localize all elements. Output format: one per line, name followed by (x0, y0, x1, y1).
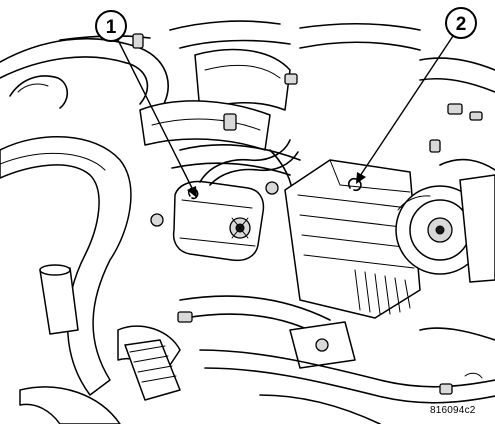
right-side-components (419, 57, 495, 283)
upper-fasteners (132, 33, 441, 227)
callout-2-label: 2 (456, 14, 467, 35)
intake-structure (139, 48, 301, 176)
callout-1-label: 1 (106, 17, 117, 38)
callout-1-leader (117, 39, 194, 191)
callout-2-leader (359, 35, 454, 177)
callout-1: 1 (95, 10, 197, 198)
left-radiator-hose (0, 135, 132, 396)
lower-left-pipes (19, 264, 181, 424)
callout-1-circle (95, 10, 127, 42)
lower-bracket-and-pipes (177, 295, 495, 424)
figure-id: 816094c2 (430, 405, 476, 416)
hose-clamp-rings (129, 345, 177, 383)
generator-cooling-fins (354, 269, 411, 315)
callout-2: 2 (356, 7, 477, 184)
item-1-component (172, 180, 265, 262)
callout-1-arrowhead (187, 186, 197, 198)
callout-2-arrowhead (356, 172, 366, 184)
item-2-generator (284, 159, 485, 319)
callout-2-circle (445, 7, 477, 39)
